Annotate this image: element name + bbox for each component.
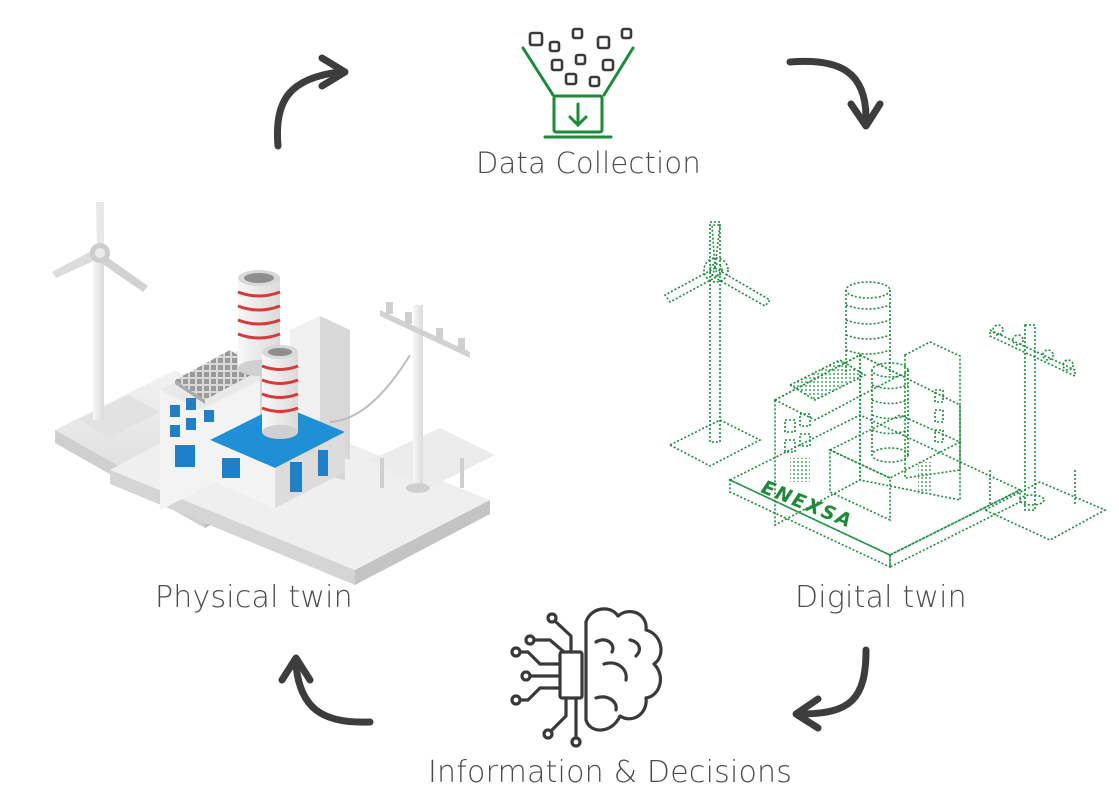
wireframe-power-plant-illustration (663, 221, 1107, 569)
arrow-physical-to-data (273, 68, 344, 150)
cycle-arrows (273, 54, 884, 732)
brain-circuit-icon (510, 607, 663, 748)
information-decisions-label: Information & Decisions (428, 755, 793, 790)
data-collection-label: Data Collection (476, 146, 701, 180)
laptop-download-icon (521, 27, 635, 139)
brand-logo-text: ENEXSA (758, 476, 856, 533)
arrow-data-to-digital (786, 57, 870, 122)
arrow-info-to-physical (292, 661, 374, 726)
power-plant-illustration (52, 202, 495, 585)
arrow-digital-to-info (796, 646, 870, 718)
digital-twin-label: Digital twin (795, 580, 967, 615)
physical-twin-label: Physical twin (155, 580, 353, 615)
